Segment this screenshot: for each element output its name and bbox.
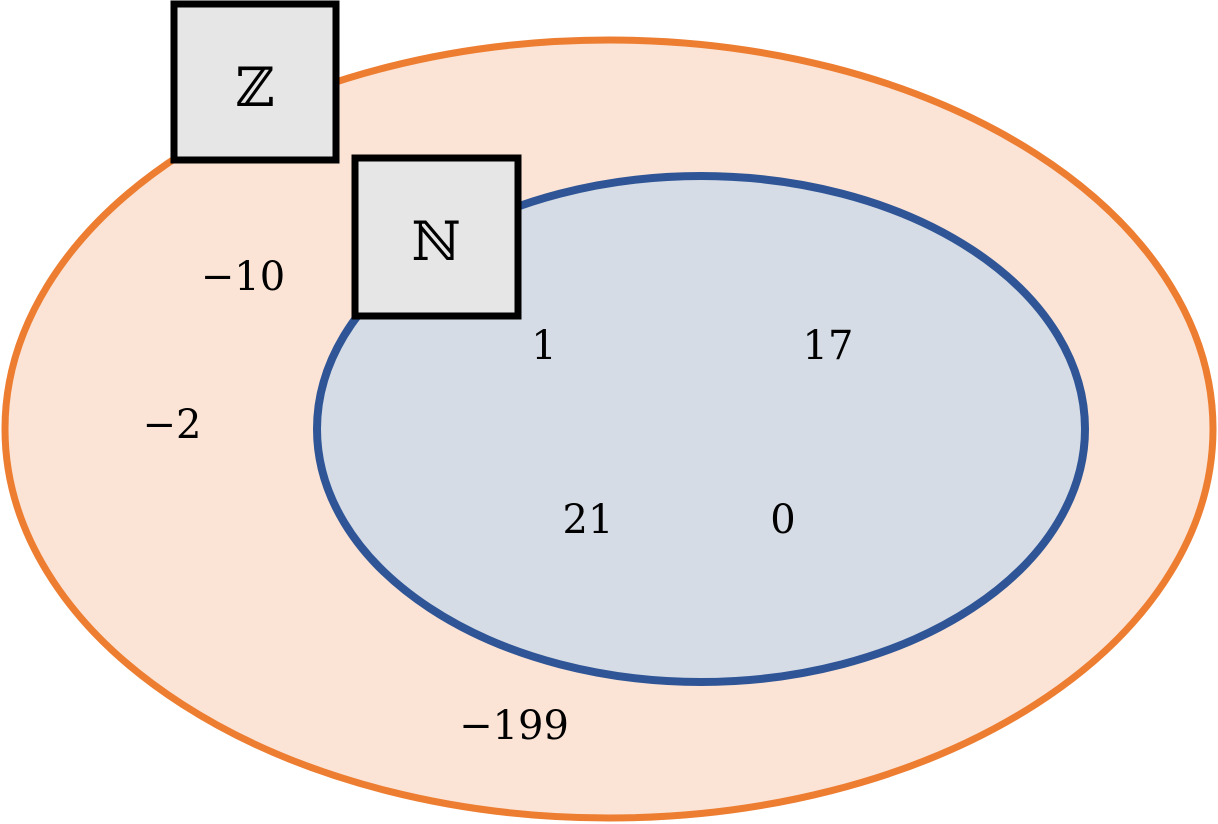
integers-label-box: ℤ — [170, 0, 340, 164]
integers-symbol: ℤ — [235, 56, 274, 119]
natural-element: 17 — [803, 323, 854, 369]
integer-element: −10 — [201, 254, 285, 300]
naturals-symbol: ℕ — [411, 210, 460, 273]
naturals-label-box: ℕ — [351, 154, 522, 320]
natural-element: 1 — [531, 323, 556, 369]
natural-element: 0 — [770, 497, 795, 543]
naturals-label-background — [351, 154, 522, 320]
integer-element: −2 — [143, 402, 202, 448]
natural-element: 21 — [563, 497, 614, 543]
integer-element: −199 — [459, 703, 569, 749]
integers-label-background — [170, 0, 340, 164]
